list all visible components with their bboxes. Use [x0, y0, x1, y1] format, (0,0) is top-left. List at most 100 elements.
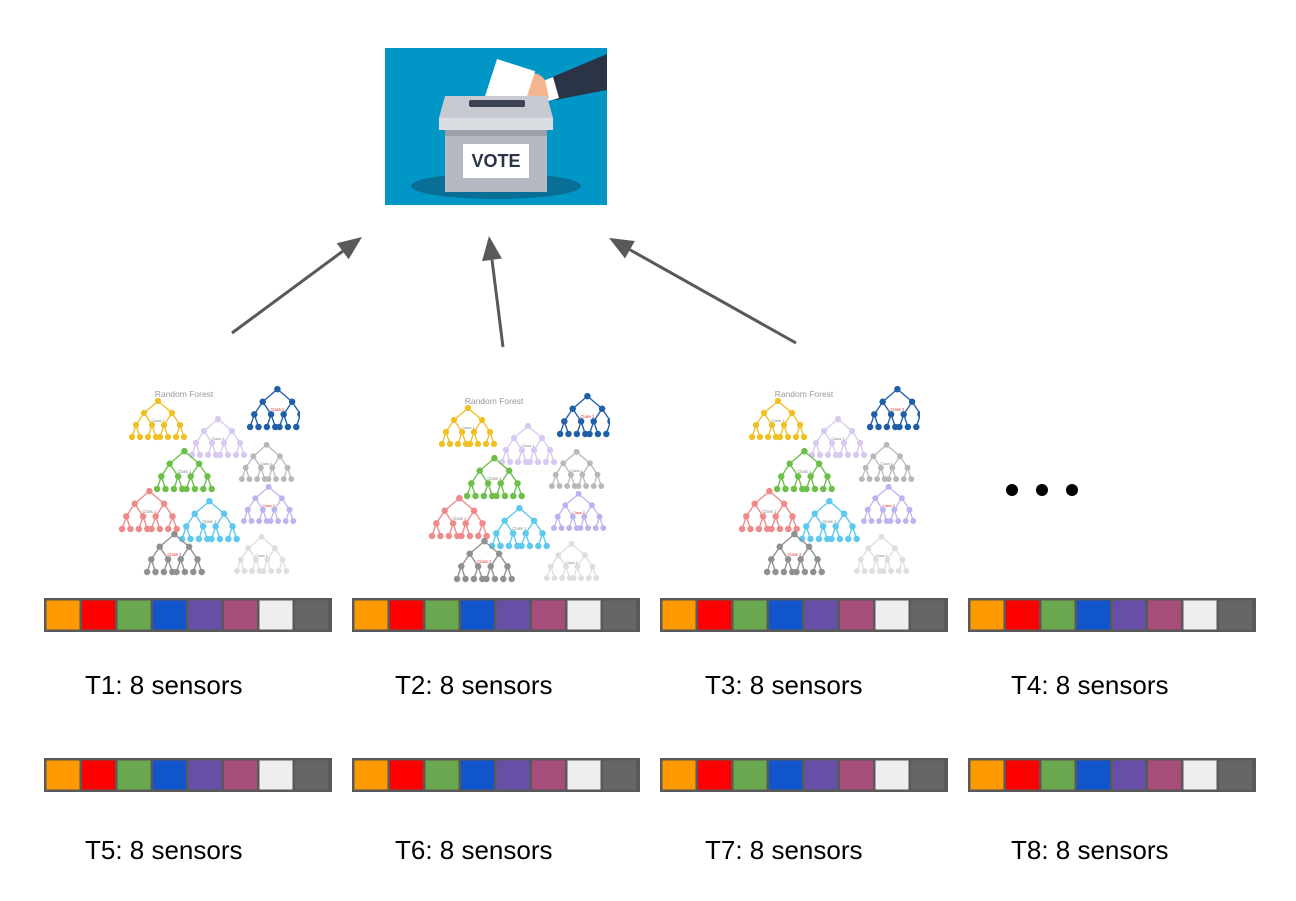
decision-tree-9: Class 2	[453, 537, 515, 583]
decision-tree-5: Class 1	[548, 448, 605, 489]
decision-tree-3: Class 2	[246, 386, 300, 431]
ellipsis-dot-3	[1066, 484, 1078, 496]
tree-class-label: Class 1	[177, 469, 192, 474]
sensor-cell-4	[769, 760, 802, 790]
sensor-cell-1	[662, 760, 696, 790]
sensor-cell-3	[425, 600, 459, 630]
sensor-bar-t5	[44, 758, 332, 792]
tree-class-label: Class 1	[151, 418, 165, 423]
tree-class-label: Class 1	[487, 476, 502, 481]
sensor-cell-6	[532, 600, 565, 630]
decision-tree-8: Class 2	[550, 490, 607, 531]
sensor-bar-t1	[44, 598, 332, 632]
tree-class-label: Class 1	[255, 554, 268, 558]
sensor-cell-3	[117, 760, 151, 790]
decision-tree-1: Class 1	[128, 397, 188, 441]
decision-tree-10: Class 1	[853, 533, 910, 574]
sensor-cell-3	[733, 600, 767, 630]
suit-sleeve	[550, 54, 607, 100]
group-label-t4: T4: 8 sensors	[1011, 670, 1169, 700]
tree-class-label: Class 2	[477, 559, 492, 564]
sensor-cell-1	[970, 600, 1004, 630]
tree-class-label: Class 1	[260, 462, 273, 466]
arrow-forest-2	[482, 236, 505, 348]
decision-tree-4: Class 1	[463, 454, 525, 500]
tree-class-label: Class 2	[262, 504, 275, 508]
tree-class-label: Class 1	[831, 436, 845, 441]
sensor-cell-3	[733, 760, 767, 790]
sensor-cell-1	[354, 760, 388, 790]
ellipsis-dot-2	[1036, 484, 1048, 496]
ballot-box-rim	[439, 118, 553, 130]
sensor-cell-1	[662, 600, 696, 630]
sensor-cell-6	[840, 600, 873, 630]
tree-class-label: Class 1	[565, 561, 578, 565]
decision-tree-2: Class 1	[808, 415, 868, 459]
group-label-t5: T5: 8 sensors	[85, 835, 243, 865]
tree-class-label: Class 1	[570, 469, 583, 473]
decision-tree-9: Class 2	[143, 530, 205, 576]
tree-class-label: Class 2	[890, 407, 905, 412]
sensor-bar-t3	[660, 598, 948, 632]
sensor-cell-7	[875, 760, 909, 790]
sensor-cell-1	[970, 760, 1004, 790]
sensor-cell-4	[1077, 600, 1110, 630]
vote-label: VOTE	[471, 151, 520, 171]
sensor-cell-4	[1077, 760, 1110, 790]
tree-class-label: Class 2	[882, 504, 895, 508]
sensor-cell-7	[1183, 600, 1217, 630]
sensor-bar-t7	[660, 758, 948, 792]
sensor-cell-8	[295, 600, 328, 630]
decision-tree-5: Class 1	[858, 441, 915, 482]
decision-tree-6: Class 1	[118, 487, 180, 533]
decision-tree-7: Class 1	[798, 497, 860, 543]
tree-class-label: Class 2	[787, 552, 802, 557]
decision-tree-7: Class 1	[488, 504, 550, 550]
tree-class-label: Class 1	[880, 462, 893, 466]
decision-tree-2: Class 1	[188, 415, 248, 459]
tree-class-label: Class 2	[580, 414, 595, 419]
decision-tree-8: Class 2	[240, 483, 297, 524]
decision-tree-1: Class 1	[748, 397, 808, 441]
sensor-bars-layer	[44, 598, 1256, 792]
group-label-t2: T2: 8 sensors	[395, 670, 553, 700]
tree-class-label: Class 1	[142, 509, 157, 514]
decision-tree-1: Class 1	[438, 404, 498, 448]
sensor-cell-8	[295, 760, 328, 790]
sensor-cell-6	[532, 760, 565, 790]
sensor-cell-5	[1112, 760, 1146, 790]
sensor-cell-5	[804, 760, 838, 790]
sensor-cell-8	[911, 760, 944, 790]
sensor-cell-5	[804, 600, 838, 630]
decision-tree-9: Class 2	[763, 530, 825, 576]
tree-class-label: Class 1	[211, 436, 225, 441]
decision-tree-4: Class 1	[773, 447, 835, 493]
sensor-cell-7	[875, 600, 909, 630]
tree-class-label: Class 1	[797, 469, 812, 474]
sensor-cell-8	[603, 760, 636, 790]
decision-tree-7: Class 1	[178, 497, 240, 543]
group-label-t1: T1: 8 sensors	[85, 670, 243, 700]
group-label-t7: T7: 8 sensors	[705, 835, 863, 865]
tree-class-label: Class 1	[452, 516, 467, 521]
sensor-cell-1	[46, 600, 80, 630]
vote-sign	[463, 144, 529, 178]
sensor-cell-6	[224, 760, 257, 790]
group-label-t8: T8: 8 sensors	[1011, 835, 1169, 865]
sensor-cell-3	[117, 600, 151, 630]
tree-class-label: Class 1	[762, 509, 777, 514]
sensor-cell-8	[911, 600, 944, 630]
sensor-cell-7	[259, 760, 293, 790]
tree-class-label: Class 1	[512, 526, 527, 531]
sensor-cell-4	[769, 600, 802, 630]
sensor-cell-6	[840, 760, 873, 790]
decision-tree-10: Class 1	[233, 533, 290, 574]
group-label-t6: T6: 8 sensors	[395, 835, 553, 865]
forest-title: Random Forest	[775, 389, 834, 399]
sensor-bar-t2	[352, 598, 640, 632]
tree-class-label: Class 2	[572, 511, 585, 515]
sensor-cell-5	[188, 600, 222, 630]
